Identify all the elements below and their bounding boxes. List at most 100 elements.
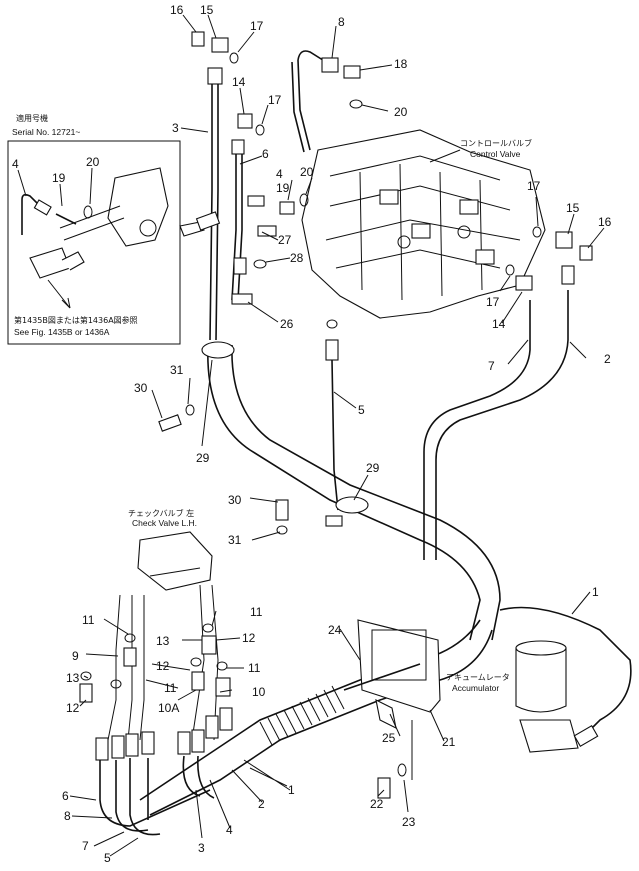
callout-27: 27 xyxy=(278,233,292,247)
callout-13-b: 13 xyxy=(66,671,80,685)
control-valve-en: Control Valve xyxy=(470,149,521,159)
hose-5 xyxy=(331,359,339,511)
check-valve-en: Check Valve L.H. xyxy=(132,518,197,528)
inset-pointer-arrow xyxy=(179,221,205,237)
bolt-22 xyxy=(377,777,391,799)
callout-22: 22 xyxy=(370,797,384,811)
callout-11: 11 xyxy=(82,613,95,627)
fitting-16-right xyxy=(579,245,593,261)
callout-6: 6 xyxy=(262,147,269,161)
bracket-24 xyxy=(343,619,441,780)
fittings xyxy=(79,31,593,799)
clip-25 xyxy=(375,699,397,729)
lower-bundle-bottom xyxy=(149,629,493,816)
fitting-14-top xyxy=(237,113,253,129)
callout-29: 29 xyxy=(196,451,210,465)
callout-12-b: 12 xyxy=(156,659,170,673)
callout-3-b: 3 xyxy=(198,841,205,855)
callout-4-inset: 4 xyxy=(12,157,19,171)
hose-6 xyxy=(231,146,237,301)
callout-26: 26 xyxy=(280,317,294,331)
hose-8 xyxy=(297,50,327,63)
inset-ref-jp: 第1435B図または第1436A図参照 xyxy=(14,315,138,325)
inset-port-circle xyxy=(139,219,157,237)
inset-ref-arrow xyxy=(47,279,71,309)
inset-lines xyxy=(59,205,125,241)
callout-30-b: 30 xyxy=(228,493,242,507)
callout-16: 16 xyxy=(170,3,184,17)
callout-8-b: 8 xyxy=(64,809,71,823)
callout-8: 8 xyxy=(338,15,345,29)
accumulator-jp: アキュームレータ xyxy=(446,673,510,682)
callout-17-b: 17 xyxy=(268,93,282,107)
fitting-14-right xyxy=(515,275,533,291)
hose-7 xyxy=(423,300,531,560)
fitting-15-right xyxy=(555,231,573,249)
callout-20-b: 20 xyxy=(300,165,314,179)
bolt-30-lower xyxy=(275,499,289,521)
callout-14-b: 14 xyxy=(492,317,506,331)
inset-valve-body xyxy=(107,167,169,247)
callout-7: 7 xyxy=(488,359,495,373)
clamps xyxy=(195,211,369,514)
inset-serial-jp: 適用号機 xyxy=(16,113,48,123)
control-valve-jp: コントロールバルブ xyxy=(460,138,532,148)
inset-fitting-19 xyxy=(33,199,52,216)
callout-20-inset: 20 xyxy=(86,155,100,169)
callout-12: 12 xyxy=(242,631,256,645)
bracket-26 xyxy=(231,293,253,305)
callouts: 16 15 17 8 18 20 14 17 3 6 4 19 20 27 28… xyxy=(62,3,612,865)
callout-17-c: 17 xyxy=(527,179,541,193)
callout-2: 2 xyxy=(604,352,611,366)
callout-5-b: 5 xyxy=(104,851,111,865)
inset-ref-en: See Fig. 1435B or 1436A xyxy=(14,327,110,337)
check-valve-jp: チェックバルブ 左 xyxy=(128,508,194,518)
callout-13: 13 xyxy=(156,634,170,648)
accumulator: アキュームレータ Accumulator xyxy=(446,640,599,753)
callout-25: 25 xyxy=(382,731,396,745)
check-valve-lines xyxy=(107,584,219,741)
inset-hose-4 xyxy=(21,193,43,235)
callout-11-b: 11 xyxy=(250,605,263,619)
callout-30: 30 xyxy=(134,381,148,395)
callout-6-b: 6 xyxy=(62,789,69,803)
callout-24: 24 xyxy=(328,623,342,637)
callout-17: 17 xyxy=(250,19,264,33)
callout-10: 10 xyxy=(252,685,266,699)
fitting-16-top xyxy=(191,31,205,47)
inset-serial-en: Serial No. 12721~ xyxy=(12,127,80,137)
callout-28: 28 xyxy=(290,251,304,265)
lower-bundle-top xyxy=(139,619,481,801)
clamp-29-lower xyxy=(335,496,369,514)
callout-12-c: 12 xyxy=(66,701,80,715)
callout-1: 1 xyxy=(592,585,599,599)
callout-18: 18 xyxy=(394,57,408,71)
callout-4-b: 4 xyxy=(226,823,233,837)
callout-31: 31 xyxy=(170,363,184,377)
washer-23 xyxy=(397,763,407,777)
callout-11-c: 11 xyxy=(248,661,261,675)
callout-3: 3 xyxy=(172,121,179,135)
control-valve: コントロールバルブ Control Valve xyxy=(301,129,546,319)
fitting-18 xyxy=(343,65,361,79)
callout-7-b: 7 xyxy=(82,839,89,853)
callout-23: 23 xyxy=(402,815,416,829)
main-bundle-upper xyxy=(207,344,481,641)
inset-elbow-19 xyxy=(55,213,77,225)
fitting-8-top xyxy=(321,57,339,73)
check-valve: チェックバルブ 左 Check Valve L.H. xyxy=(128,508,213,591)
hose-6-lower xyxy=(99,760,211,827)
callout-4: 4 xyxy=(276,167,283,181)
leader-lines xyxy=(69,14,605,857)
hoses xyxy=(99,50,632,836)
callout-19: 19 xyxy=(276,181,290,195)
clamp-arrow-block xyxy=(195,211,221,231)
inset-solenoid-end xyxy=(61,251,85,271)
callout-10A: 10A xyxy=(158,701,179,715)
spiral-guard xyxy=(259,685,345,746)
accumulator-en: Accumulator xyxy=(452,683,499,693)
hose-2 xyxy=(435,290,569,560)
hose-3 xyxy=(209,82,213,341)
